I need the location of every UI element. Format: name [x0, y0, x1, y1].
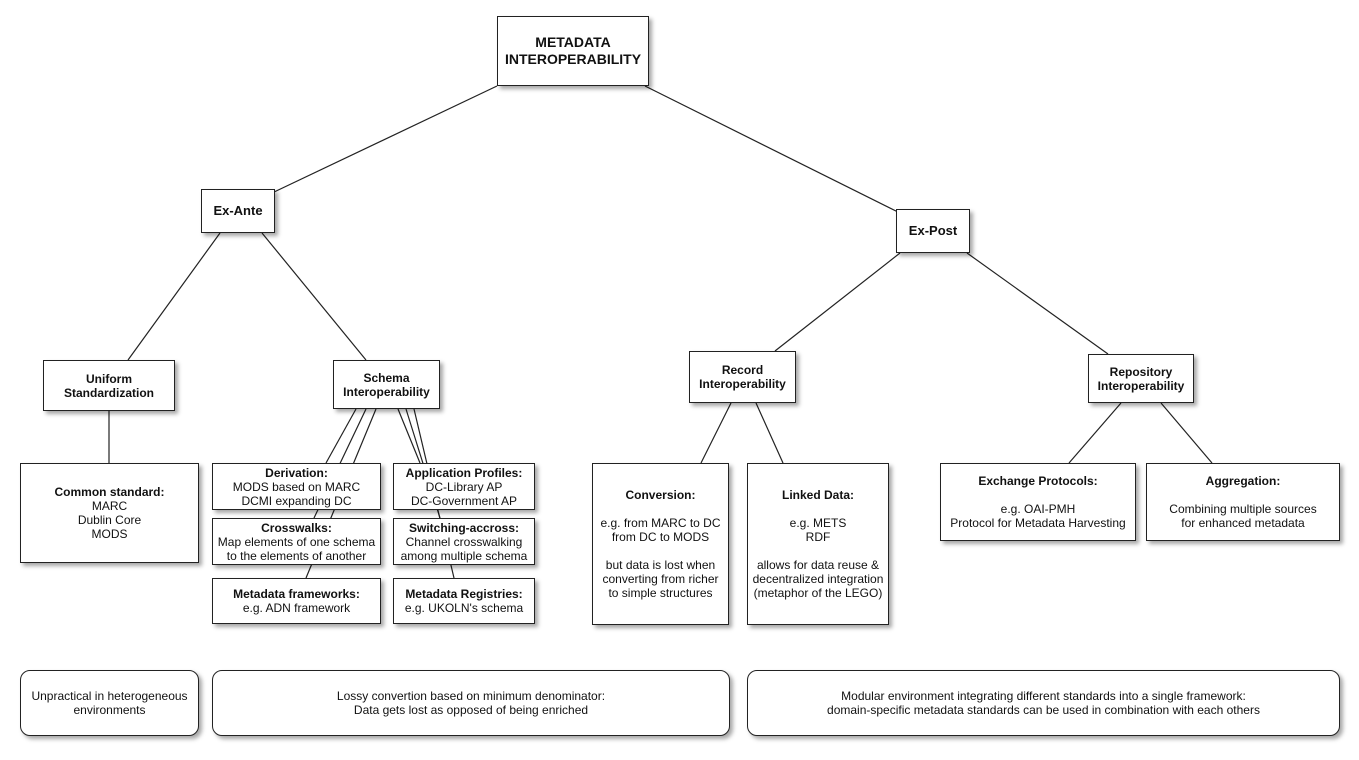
note-line: Lossy convertion based on minimum denomi…	[336, 689, 606, 703]
uniform-title-line1: Uniform	[86, 371, 132, 386]
aggregation-title: Aggregation:	[1205, 474, 1281, 488]
linked-data-line: e.g. METS	[789, 516, 847, 530]
edge-root-expost	[644, 85, 901, 214]
conversion-line: but data is lost when	[605, 558, 716, 572]
note-line: Modular environment integrating differen…	[841, 689, 1246, 703]
schema-interoperability-node: Schema Interoperability	[333, 360, 440, 409]
note-uniform: Unpractical in heterogeneous environment…	[20, 670, 199, 736]
record-title-line2: Interoperability	[699, 377, 786, 391]
common-standard-line: MARC	[91, 499, 128, 513]
root-node: METADATA INTEROPERABILITY	[497, 16, 649, 86]
linked-data-line: decentralized integration	[752, 572, 884, 586]
conversion-line: from DC to MODS	[611, 530, 710, 544]
edge-repository-exchange	[1068, 402, 1122, 464]
edge-expost-record	[774, 252, 901, 352]
metadata-registries-box: Metadata Registries: e.g. UKOLN's schema	[393, 578, 535, 624]
crosswalks-line: Map elements of one schema	[217, 534, 376, 549]
repository-title-line2: Interoperability	[1097, 378, 1185, 393]
metadata-frameworks-line: e.g. ADN framework	[242, 601, 351, 615]
note-line: domain-specific metadata standards can b…	[827, 703, 1260, 717]
edge-exante-uniform	[127, 232, 221, 361]
edge-record-linked	[755, 402, 784, 464]
conversion-title: Conversion:	[625, 488, 696, 502]
aggregation-line: Combining multiple sources	[1169, 502, 1317, 516]
edge-expost-repository	[966, 252, 1109, 355]
root-title-line1: METADATA	[535, 34, 611, 50]
edge-exante-schema	[261, 232, 367, 361]
exchange-protocols-line: e.g. OAI-PMH	[1000, 502, 1076, 516]
switching-across-title: Switching-accross:	[408, 520, 520, 535]
switching-across-box: Switching-accross: Channel crosswalking …	[393, 518, 535, 565]
common-standard-line: Dublin Core	[77, 513, 142, 527]
ex-ante-title: Ex-Ante	[213, 203, 263, 218]
metadata-registries-title: Metadata Registries:	[405, 587, 523, 601]
note-line: Unpractical in heterogeneous	[31, 689, 188, 703]
common-standard-title: Common standard:	[54, 485, 165, 499]
note-ex-post: Modular environment integrating differen…	[747, 670, 1340, 736]
aggregation-box: Aggregation: Combining multiple sources …	[1146, 463, 1340, 541]
edge-repository-aggregation	[1160, 402, 1213, 464]
conversion-line: e.g. from MARC to DC	[600, 516, 721, 530]
conversion-line: to simple structures	[608, 586, 713, 600]
linked-data-line: allows for data reuse &	[756, 558, 880, 572]
linked-data-line: (metaphor of the LEGO)	[753, 586, 883, 600]
common-standard-line: MODS	[91, 527, 128, 541]
repository-interoperability-node: Repository Interoperability	[1088, 354, 1194, 403]
edge-schema-derivation	[325, 408, 357, 464]
exchange-protocols-title: Exchange Protocols:	[978, 474, 1098, 488]
exchange-protocols-line: Protocol for Metadata Harvesting	[950, 516, 1126, 530]
schema-title-line1: Schema	[363, 370, 410, 385]
application-profiles-line: DC-Government AP	[410, 493, 518, 508]
uniform-standardization-node: Uniform Standardization	[43, 360, 175, 411]
metadata-frameworks-title: Metadata frameworks:	[233, 587, 360, 601]
conversion-box: Conversion: e.g. from MARC to DC from DC…	[592, 463, 729, 625]
edge-root-exante	[271, 85, 498, 194]
repository-title-line1: Repository	[1109, 364, 1173, 379]
aggregation-line: for enhanced metadata	[1181, 516, 1305, 530]
linked-data-line: RDF	[805, 530, 831, 544]
common-standard-box: Common standard: MARC Dublin Core MODS	[20, 463, 199, 563]
derivation-line: MODS based on MARC	[232, 479, 361, 494]
schema-title-line2: Interoperability	[343, 384, 430, 399]
crosswalks-box: Crosswalks: Map elements of one schema t…	[212, 518, 381, 565]
ex-post-title: Ex-Post	[908, 223, 958, 238]
switching-across-line: Channel crosswalking	[405, 534, 523, 549]
edge-schema-profiles	[397, 408, 421, 464]
edge-record-conversion	[700, 402, 732, 464]
ex-ante-node: Ex-Ante	[201, 189, 275, 233]
note-line: environments	[73, 703, 146, 717]
switching-across-line: among multiple schema	[400, 548, 528, 563]
crosswalks-line: to the elements of another	[226, 548, 367, 563]
linked-data-box: Linked Data: e.g. METS RDF allows for da…	[747, 463, 889, 625]
linked-data-title: Linked Data:	[781, 488, 854, 502]
derivation-box: Derivation: MODS based on MARC DCMI expa…	[212, 463, 381, 510]
ex-post-node: Ex-Post	[896, 209, 970, 253]
crosswalks-title: Crosswalks:	[261, 520, 332, 535]
application-profiles-line: DC-Library AP	[425, 479, 503, 494]
derivation-title: Derivation:	[265, 465, 328, 480]
derivation-line: DCMI expanding DC	[241, 493, 352, 508]
record-interoperability-node: Record Interoperability	[689, 351, 796, 403]
note-schema: Lossy convertion based on minimum denomi…	[212, 670, 730, 736]
uniform-title-line2: Standardization	[63, 385, 154, 400]
record-title-line1: Record	[721, 363, 764, 377]
metadata-registries-line: e.g. UKOLN's schema	[404, 601, 524, 615]
metadata-frameworks-box: Metadata frameworks: e.g. ADN framework	[212, 578, 381, 624]
exchange-protocols-box: Exchange Protocols: e.g. OAI-PMH Protoco…	[940, 463, 1136, 541]
root-title-line2: INTEROPERABILITY	[504, 51, 642, 67]
conversion-line: converting from richer	[602, 572, 719, 586]
note-line: Data gets lost as opposed of being enric…	[353, 703, 589, 717]
application-profiles-box: Application Profiles: DC-Library AP DC-G…	[393, 463, 535, 510]
application-profiles-title: Application Profiles:	[405, 465, 523, 480]
